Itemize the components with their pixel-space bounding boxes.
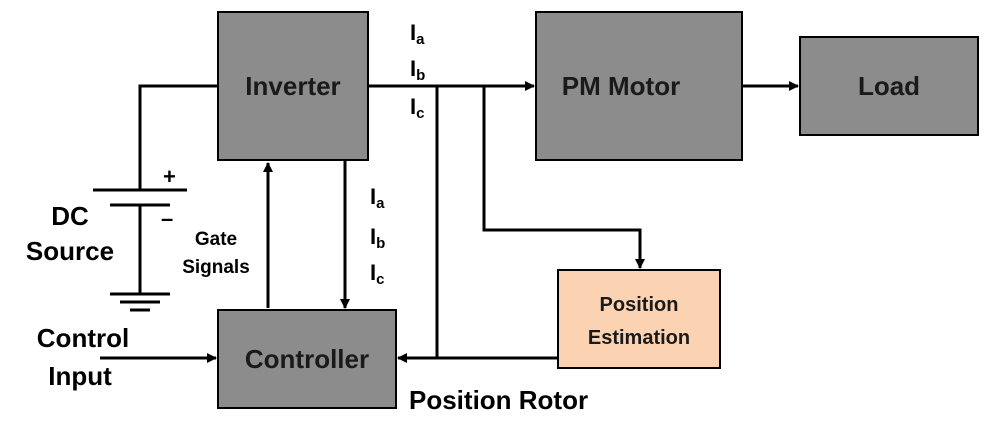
feedback-current-labels: Ia Ib Ic <box>370 184 385 288</box>
load-label: Load <box>858 71 920 101</box>
inverter-label: Inverter <box>245 71 340 101</box>
dc-source-label-line2: Source <box>26 236 114 266</box>
battery-minus-sign: – <box>161 206 173 231</box>
controller-block: Controller <box>217 309 397 409</box>
control-input-label-line2: Input <box>48 361 112 391</box>
current-label-ic-top: Ic <box>410 94 424 122</box>
current-label-ib-top: Ib <box>410 56 425 84</box>
bus-to-estimator-wire <box>482 86 645 269</box>
wiring <box>100 81 799 363</box>
control-input-label-line1: Control <box>37 323 129 353</box>
gate-signals-label-line1: Gate <box>195 229 237 250</box>
current-label-ib-feedback: Ib <box>370 224 385 252</box>
current-label-ia-feedback: Ia <box>370 184 385 212</box>
position-estimation-block: Position Estimation <box>557 269 721 369</box>
dc-source-label-line1: DC <box>51 201 89 231</box>
position-estimation-label-line1: Position <box>600 294 679 316</box>
load-block: Load <box>799 36 979 136</box>
position-rotor-label: Position Rotor <box>409 385 588 415</box>
controller-label: Controller <box>245 344 369 374</box>
pm-motor-label: PM Motor <box>562 71 680 101</box>
current-label-ic-feedback: Ic <box>370 260 384 288</box>
inverter-block: Inverter <box>217 11 369 161</box>
current-label-ia-top: Ia <box>410 20 425 48</box>
pm-motor-block: PM Motor <box>535 11 743 161</box>
gate-signals-label-line2: Signals <box>182 257 250 278</box>
battery-symbol: + – <box>93 164 187 231</box>
battery-plus-sign: + <box>163 164 176 189</box>
position-estimation-label-line2: Estimation <box>588 327 690 349</box>
output-current-labels: Ia Ib Ic <box>410 20 425 122</box>
ground-icon <box>110 292 170 312</box>
dc-positive-rail <box>138 84 218 190</box>
